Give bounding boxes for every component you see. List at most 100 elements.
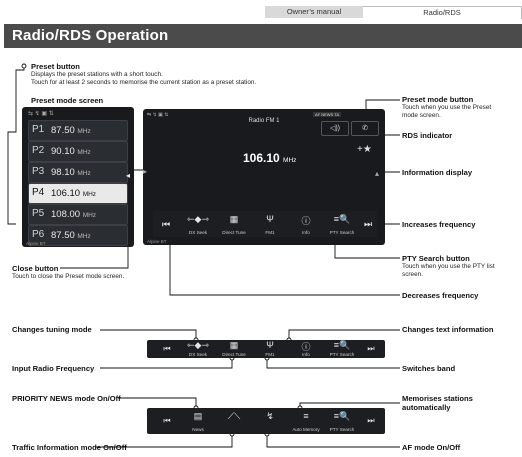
tuning-icon: ⇽◆⇾ [186, 214, 209, 224]
desc-close-button: Touch to close the Preset mode screen. [12, 273, 125, 280]
dx-seek-button[interactable]: ⇽◆⇾DX Seek [181, 211, 215, 237]
label-preset-mode-screen: Preset mode screen [31, 96, 104, 105]
road-icon: ⟋⟍ [227, 411, 241, 421]
preset-open-button[interactable]: ▸ [143, 167, 153, 191]
pty-search-button[interactable]: ≡🔍 PTY Search [325, 340, 359, 358]
direct-tune-button[interactable]: ▦ Direct Tune [217, 211, 251, 237]
desc-pty-search-2: screen. [402, 271, 423, 278]
dx-seek-button[interactable]: ⇽◆⇾ DX Seek [181, 340, 215, 358]
label-switches-band: Switches band [402, 364, 456, 373]
af-icon: ↯ [266, 411, 274, 421]
label-information-display: Information display [402, 168, 473, 177]
button-label: Direct Tune [222, 230, 246, 235]
preset-mode-button[interactable]: ◁)) [321, 121, 349, 136]
af-button[interactable]: ↯ [253, 408, 287, 434]
preset-unit: MHz [77, 149, 91, 156]
phone-button[interactable]: ✆ [351, 121, 379, 136]
skip-forward-icon: ⏭ [363, 219, 373, 229]
label-decreases-frequency: Decreases frequency [402, 291, 479, 300]
desc-preset-mode-button-1: Touch when you use the Preset [402, 104, 492, 111]
chevron-up-icon: ▴ [375, 169, 380, 178]
button-label: DX Seek [188, 352, 208, 357]
function-bar-2: ⏮ ▤ News ⟋⟍ ↯ ≡ Auto Memory ≡🔍 PTY Search ⏭ [147, 408, 385, 434]
status-icons: ⇆ ↯ ▣ ⇅ [28, 111, 54, 117]
keypad-icon: ▦ [229, 214, 239, 224]
label-memorises-stations-1: Memorises stations [402, 394, 473, 403]
direct-tune-button[interactable]: ▦Direct Tune [217, 340, 251, 358]
signal-icon: ◁)) [329, 125, 341, 132]
seek-down-button[interactable]: ⏮ [155, 211, 177, 237]
label-changes-tuning-mode: Changes tuning mode [12, 325, 92, 334]
preset-number: P1 [32, 124, 45, 135]
button-label: Auto Memory [292, 427, 320, 432]
scroll-up-button[interactable]: ▴ [375, 169, 385, 193]
seek-up-button[interactable]: ⏭ [359, 340, 383, 358]
label-close-button: Close button [12, 264, 59, 273]
button-label: FM1 [265, 352, 275, 357]
seek-down-button[interactable]: ⏮ [155, 340, 179, 358]
label-changes-text-information: Changes text information [402, 325, 494, 334]
frequency-display: 106.10 MHz [243, 151, 296, 165]
info-icon: ⓘ [301, 342, 311, 352]
button-label: FM1 [265, 230, 275, 235]
tab-owners-manual[interactable]: Owner’s manual [265, 6, 363, 18]
auto-memory-button[interactable]: ≡ Auto Memory [289, 408, 323, 434]
search-list-icon: ≡🔍 [333, 214, 351, 224]
skip-back-icon: ⏮ [163, 416, 171, 425]
ta-button[interactable]: ⟋⟍ [217, 408, 251, 434]
preset-unit: MHz [77, 128, 91, 135]
preset-number: P3 [32, 166, 45, 177]
tuning-icon: ⇽◆⇾ [186, 340, 209, 350]
preset-number: P5 [32, 208, 45, 219]
label-rds-indicator: RDS indicator [402, 131, 453, 140]
label-memorises-stations-2: automatically [402, 403, 451, 412]
pty-search-button[interactable]: ≡🔍 PTY Search [325, 408, 359, 434]
seek-up-button[interactable]: ⏭ [359, 211, 377, 237]
add-favorite-icon[interactable]: +★ [357, 144, 372, 155]
button-label: PTY Search [329, 352, 355, 357]
close-button[interactable]: ◂ [126, 171, 134, 185]
seek-down-button[interactable]: ⏮ [155, 408, 179, 434]
preset-unit: MHz [82, 212, 97, 219]
button-label: News [192, 427, 204, 432]
title-banner [4, 24, 522, 48]
pty-search-button[interactable]: ≡🔍 PTY Search [325, 211, 359, 237]
label-increases-frequency: Increases frequency [402, 220, 476, 229]
search-list-icon: ≡🔍 [333, 411, 351, 421]
station-name: Radio FM 1 [248, 118, 280, 124]
preset-frequency: 90.10 [51, 146, 75, 157]
button-label: Info [302, 230, 310, 235]
status-icons: ⇆ ↯ ▣ ⇅ [147, 112, 169, 118]
button-label: Info [302, 352, 310, 357]
preset-footer: Alpine BT [26, 241, 46, 246]
chevron-left-icon: ◂ [126, 171, 131, 180]
preset-item-2[interactable]: P2 90.10 MHz [28, 141, 128, 162]
seek-up-button[interactable]: ⏭ [359, 408, 383, 434]
frequency-unit: MHz [283, 157, 297, 164]
phone-icon: ✆ [362, 125, 368, 132]
news-icon: ▤ [193, 411, 203, 421]
auto-memory-icon: ≡ [303, 411, 309, 421]
label-priority-news: PRIORITY NEWS mode On/Off [12, 394, 121, 403]
keypad-icon: ▦ [229, 340, 239, 350]
preset-number: P2 [32, 145, 45, 156]
skip-forward-icon: ⏭ [367, 416, 375, 425]
news-button[interactable]: ▤ News [181, 408, 215, 434]
button-label: PTY Search [329, 427, 355, 432]
main-footer: Alpine BT [147, 239, 167, 244]
label-af-mode: AF mode On/Off [402, 443, 461, 452]
button-label: PTY Search [329, 230, 355, 235]
search-list-icon: ≡🔍 [333, 340, 351, 350]
